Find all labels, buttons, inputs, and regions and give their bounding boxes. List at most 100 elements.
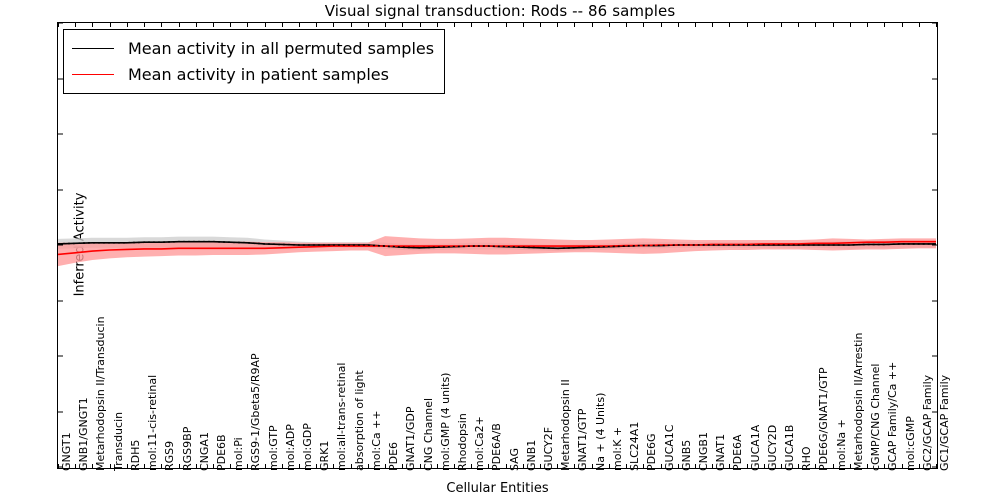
x-tick-mark: [126, 23, 128, 27]
x-tick-label: GUCA1C: [662, 424, 676, 471]
x-tick-mark: [867, 464, 869, 468]
x-tick-mark: [505, 23, 507, 27]
x-tick-mark: [849, 23, 851, 27]
x-tick-label: Rhodopsin: [455, 413, 469, 471]
x-tick-mark: [281, 464, 283, 468]
x-tick-mark: [729, 23, 731, 27]
x-tick-mark: [109, 23, 111, 27]
x-tick-mark: [471, 23, 473, 27]
x-tick-mark: [212, 23, 214, 27]
x-tick-label: mol:GDP: [301, 423, 315, 471]
x-tick-label: mol:Ca ++: [369, 410, 383, 471]
x-tick-mark: [557, 464, 559, 468]
x-tick-mark: [867, 23, 869, 27]
x-tick-label: PDE6A: [731, 434, 745, 471]
y-tick-mark: [932, 133, 937, 135]
x-tick-label: GNB1: [524, 439, 538, 471]
x-tick-mark: [264, 464, 266, 468]
x-tick-label: CNGA1: [197, 432, 211, 471]
x-tick-mark: [763, 23, 765, 27]
x-tick-mark: [109, 464, 111, 468]
x-tick-mark: [333, 464, 335, 468]
x-tick-mark: [712, 464, 714, 468]
x-tick-label: mol:K +: [610, 426, 624, 471]
x-tick-label: Metarhodopsin II: [559, 379, 573, 471]
y-tick-mark: [58, 133, 63, 135]
x-tick-mark: [178, 464, 180, 468]
x-tick-label: PDE6G: [645, 433, 659, 471]
x-tick-mark: [402, 464, 404, 468]
x-tick-mark: [247, 23, 249, 27]
x-tick-mark: [884, 23, 886, 27]
x-tick-label: GNB5: [679, 439, 693, 471]
y-tick-mark: [58, 189, 63, 190]
x-tick-mark: [453, 464, 455, 468]
x-tick-mark: [75, 23, 77, 27]
x-tick-label: cGMP/CNG Channel: [869, 363, 883, 472]
legend-label-permuted: Mean activity in all permuted samples: [128, 38, 435, 58]
y-tick-mark: [58, 300, 63, 301]
x-tick-mark: [522, 464, 524, 468]
x-tick-mark: [92, 23, 94, 27]
x-tick-mark: [781, 23, 783, 27]
x-tick-mark: [798, 23, 800, 27]
x-tick-mark: [471, 464, 473, 468]
legend-item-permuted: Mean activity in all permuted samples: [72, 35, 434, 61]
x-tick-mark: [763, 464, 765, 468]
x-tick-label: SLC24A1: [628, 421, 642, 471]
x-tick-mark: [367, 23, 369, 27]
x-tick-mark: [195, 23, 197, 27]
x-tick-mark: [677, 464, 679, 468]
x-tick-mark: [815, 464, 817, 468]
x-tick-label: GCAP Family/Ca ++: [886, 361, 900, 471]
x-tick-label: RDH5: [128, 439, 142, 471]
y-tick-mark: [932, 300, 937, 301]
x-tick-label: mol:GMP (4 units): [438, 372, 452, 471]
x-tick-mark: [936, 464, 937, 468]
x-tick-mark: [884, 464, 886, 468]
x-tick-label: Metarhodopsin II/Arrestin: [851, 332, 865, 471]
x-tick-mark: [694, 23, 696, 27]
x-tick-label: PDE6: [387, 441, 401, 471]
x-tick-label: PDE6B: [214, 434, 228, 471]
y-tick-mark: [932, 189, 937, 190]
x-tick-label: SAG: [507, 447, 521, 471]
x-tick-label: mol:Pi: [232, 437, 246, 471]
legend-item-patient: Mean activity in patient samples: [72, 61, 434, 87]
x-tick-mark: [712, 23, 714, 27]
x-tick-mark: [557, 23, 559, 27]
x-tick-mark: [832, 464, 834, 468]
y-tick-mark: [58, 22, 63, 24]
x-tick-mark: [746, 464, 748, 468]
y-tick-mark: [932, 22, 937, 24]
x-tick-label: RGS9-1/Gbeta5/R9AP: [249, 353, 263, 471]
x-tick-mark: [350, 464, 352, 468]
x-tick-mark: [488, 23, 490, 27]
y-tick-mark: [932, 78, 937, 79]
x-tick-mark: [350, 23, 352, 27]
x-tick-mark: [333, 23, 335, 27]
x-tick-label: mol:Na +: [834, 419, 848, 471]
series-line-patient: [58, 240, 936, 256]
x-tick-mark: [626, 464, 628, 468]
x-tick-mark: [436, 23, 438, 27]
y-tick-mark: [58, 466, 63, 468]
x-tick-mark: [660, 464, 662, 468]
legend-label-patient: Mean activity in patient samples: [128, 64, 389, 84]
chart-title: Visual signal transduction: Rods -- 86 s…: [324, 2, 676, 20]
y-tick-mark: [58, 411, 63, 412]
y-tick-mark: [58, 78, 63, 79]
x-tick-label: CNGB1: [696, 432, 710, 471]
x-tick-mark: [92, 464, 94, 468]
y-tick-mark: [932, 244, 937, 246]
x-tick-label: RGS9BP: [180, 426, 194, 471]
x-tick-label: CNG Channel: [421, 397, 435, 471]
x-tick-mark: [385, 23, 387, 27]
y-tick-mark: [58, 355, 63, 357]
x-tick-label: RGS9: [163, 440, 177, 471]
x-tick-label: GC2/GCAP Family: [920, 374, 934, 471]
x-tick-mark: [75, 464, 77, 468]
x-tick-mark: [419, 464, 421, 468]
x-tick-label: Na + (4 Units): [593, 392, 607, 471]
